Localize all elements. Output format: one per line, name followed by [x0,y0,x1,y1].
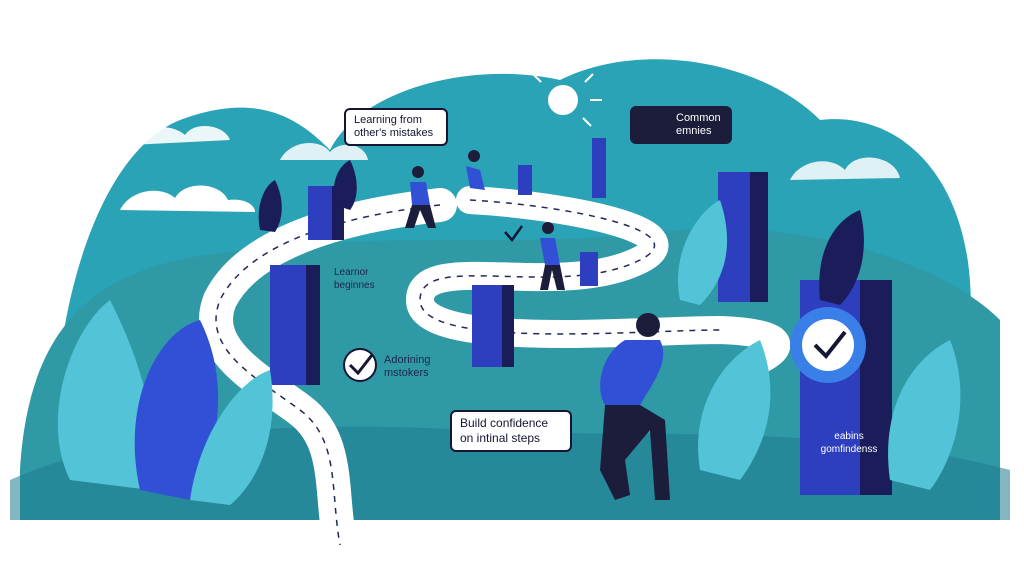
label-learning-from-mistakes: Learning from other's mistakes [344,108,448,146]
foliage [57,160,961,505]
cloud-icon [120,125,900,212]
checkmark-icon [343,225,524,382]
label-line: emnies [676,125,712,137]
label-adorining-mstokers: Adorining mstokers [384,354,430,380]
person-icon [405,150,670,500]
label-learnor-beginnes: Learnor beginnes [334,266,375,292]
label-build-confidence: Build confidence on intinal steps [450,410,572,452]
label-line: Common [676,112,721,124]
label-common-emnies: Common emnies [630,106,732,144]
label-line: other's mistakes [354,127,434,139]
badge-check-icon [790,307,866,383]
label-line: Adorining [384,354,431,366]
label-line: Learning from [354,114,422,126]
label-line: gomfindenss [820,444,878,455]
label-line: Build confidence [460,416,549,430]
label-line: eabins [834,431,864,442]
label-line: on intinal steps [460,431,541,445]
sun-icon [532,62,602,127]
label-eabins-gomfindenss: eabins gomfindenss [806,430,892,456]
label-line: Learnor [334,267,369,278]
label-line: mstokers [384,367,429,379]
label-line: beginnes [334,280,375,291]
